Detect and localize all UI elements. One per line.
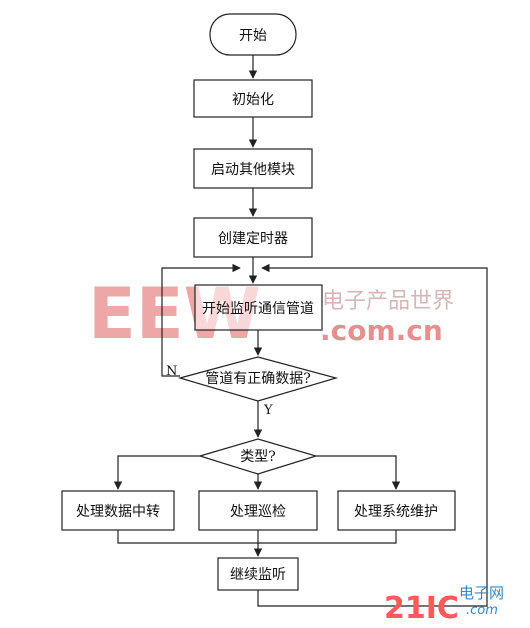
- node-listen-pipe: 开始监听通信管道: [194, 284, 323, 331]
- arrow-type-maint: [316, 455, 401, 490]
- label-no: N: [166, 364, 177, 379]
- node-start-modules: 启动其他模块: [193, 148, 313, 189]
- node-branch-relay: 处理数据中转: [61, 490, 175, 531]
- node-decision-type-label: 类型?: [240, 449, 276, 465]
- node-continue-listen: 继续监听: [217, 557, 299, 591]
- node-start: 开始: [209, 13, 297, 56]
- connectors: [113, 55, 488, 607]
- node-branch-maint: 处理系统维护: [337, 490, 456, 531]
- logo-21ic-text: 21IC: [384, 591, 459, 626]
- arrow-type-relay: [113, 455, 200, 490]
- loop-continue-line: [257, 263, 488, 607]
- node-start-modules-label: 启动其他模块: [211, 162, 295, 178]
- merge-line: [117, 530, 397, 544]
- node-branch-patrol-label: 处理巡检: [230, 504, 286, 520]
- node-branch-relay-label: 处理数据中转: [76, 504, 160, 520]
- node-decision-type: 类型?: [197, 438, 319, 475]
- node-listen-pipe-label: 开始监听通信管道: [202, 301, 314, 317]
- node-decision-data-label: 管道有正确数据?: [205, 371, 311, 387]
- node-continue-listen-label: 继续监听: [230, 566, 286, 583]
- node-branch-patrol: 处理巡检: [198, 490, 318, 531]
- node-create-timer: 创建定时器: [193, 217, 313, 258]
- logo-21ic: 21IC 电子网 .com: [384, 584, 504, 626]
- watermark-domain-text: .com.cn: [320, 314, 443, 347]
- node-init: 初始化: [193, 79, 313, 118]
- logo-domain-text: .com: [466, 603, 498, 618]
- loop-no-line: [161, 263, 241, 377]
- watermark-cn-text: 电子产品世界: [322, 289, 454, 314]
- label-yes: Y: [263, 403, 273, 418]
- node-init-label: 初始化: [232, 91, 274, 108]
- node-decision-data: 管道有正确数据?: [177, 356, 339, 402]
- node-branch-maint-label: 处理系统维护: [354, 504, 438, 520]
- node-start-label: 开始: [239, 28, 267, 44]
- logo-cn-text: 电子网: [459, 584, 504, 602]
- node-create-timer-label: 创建定时器: [218, 231, 288, 247]
